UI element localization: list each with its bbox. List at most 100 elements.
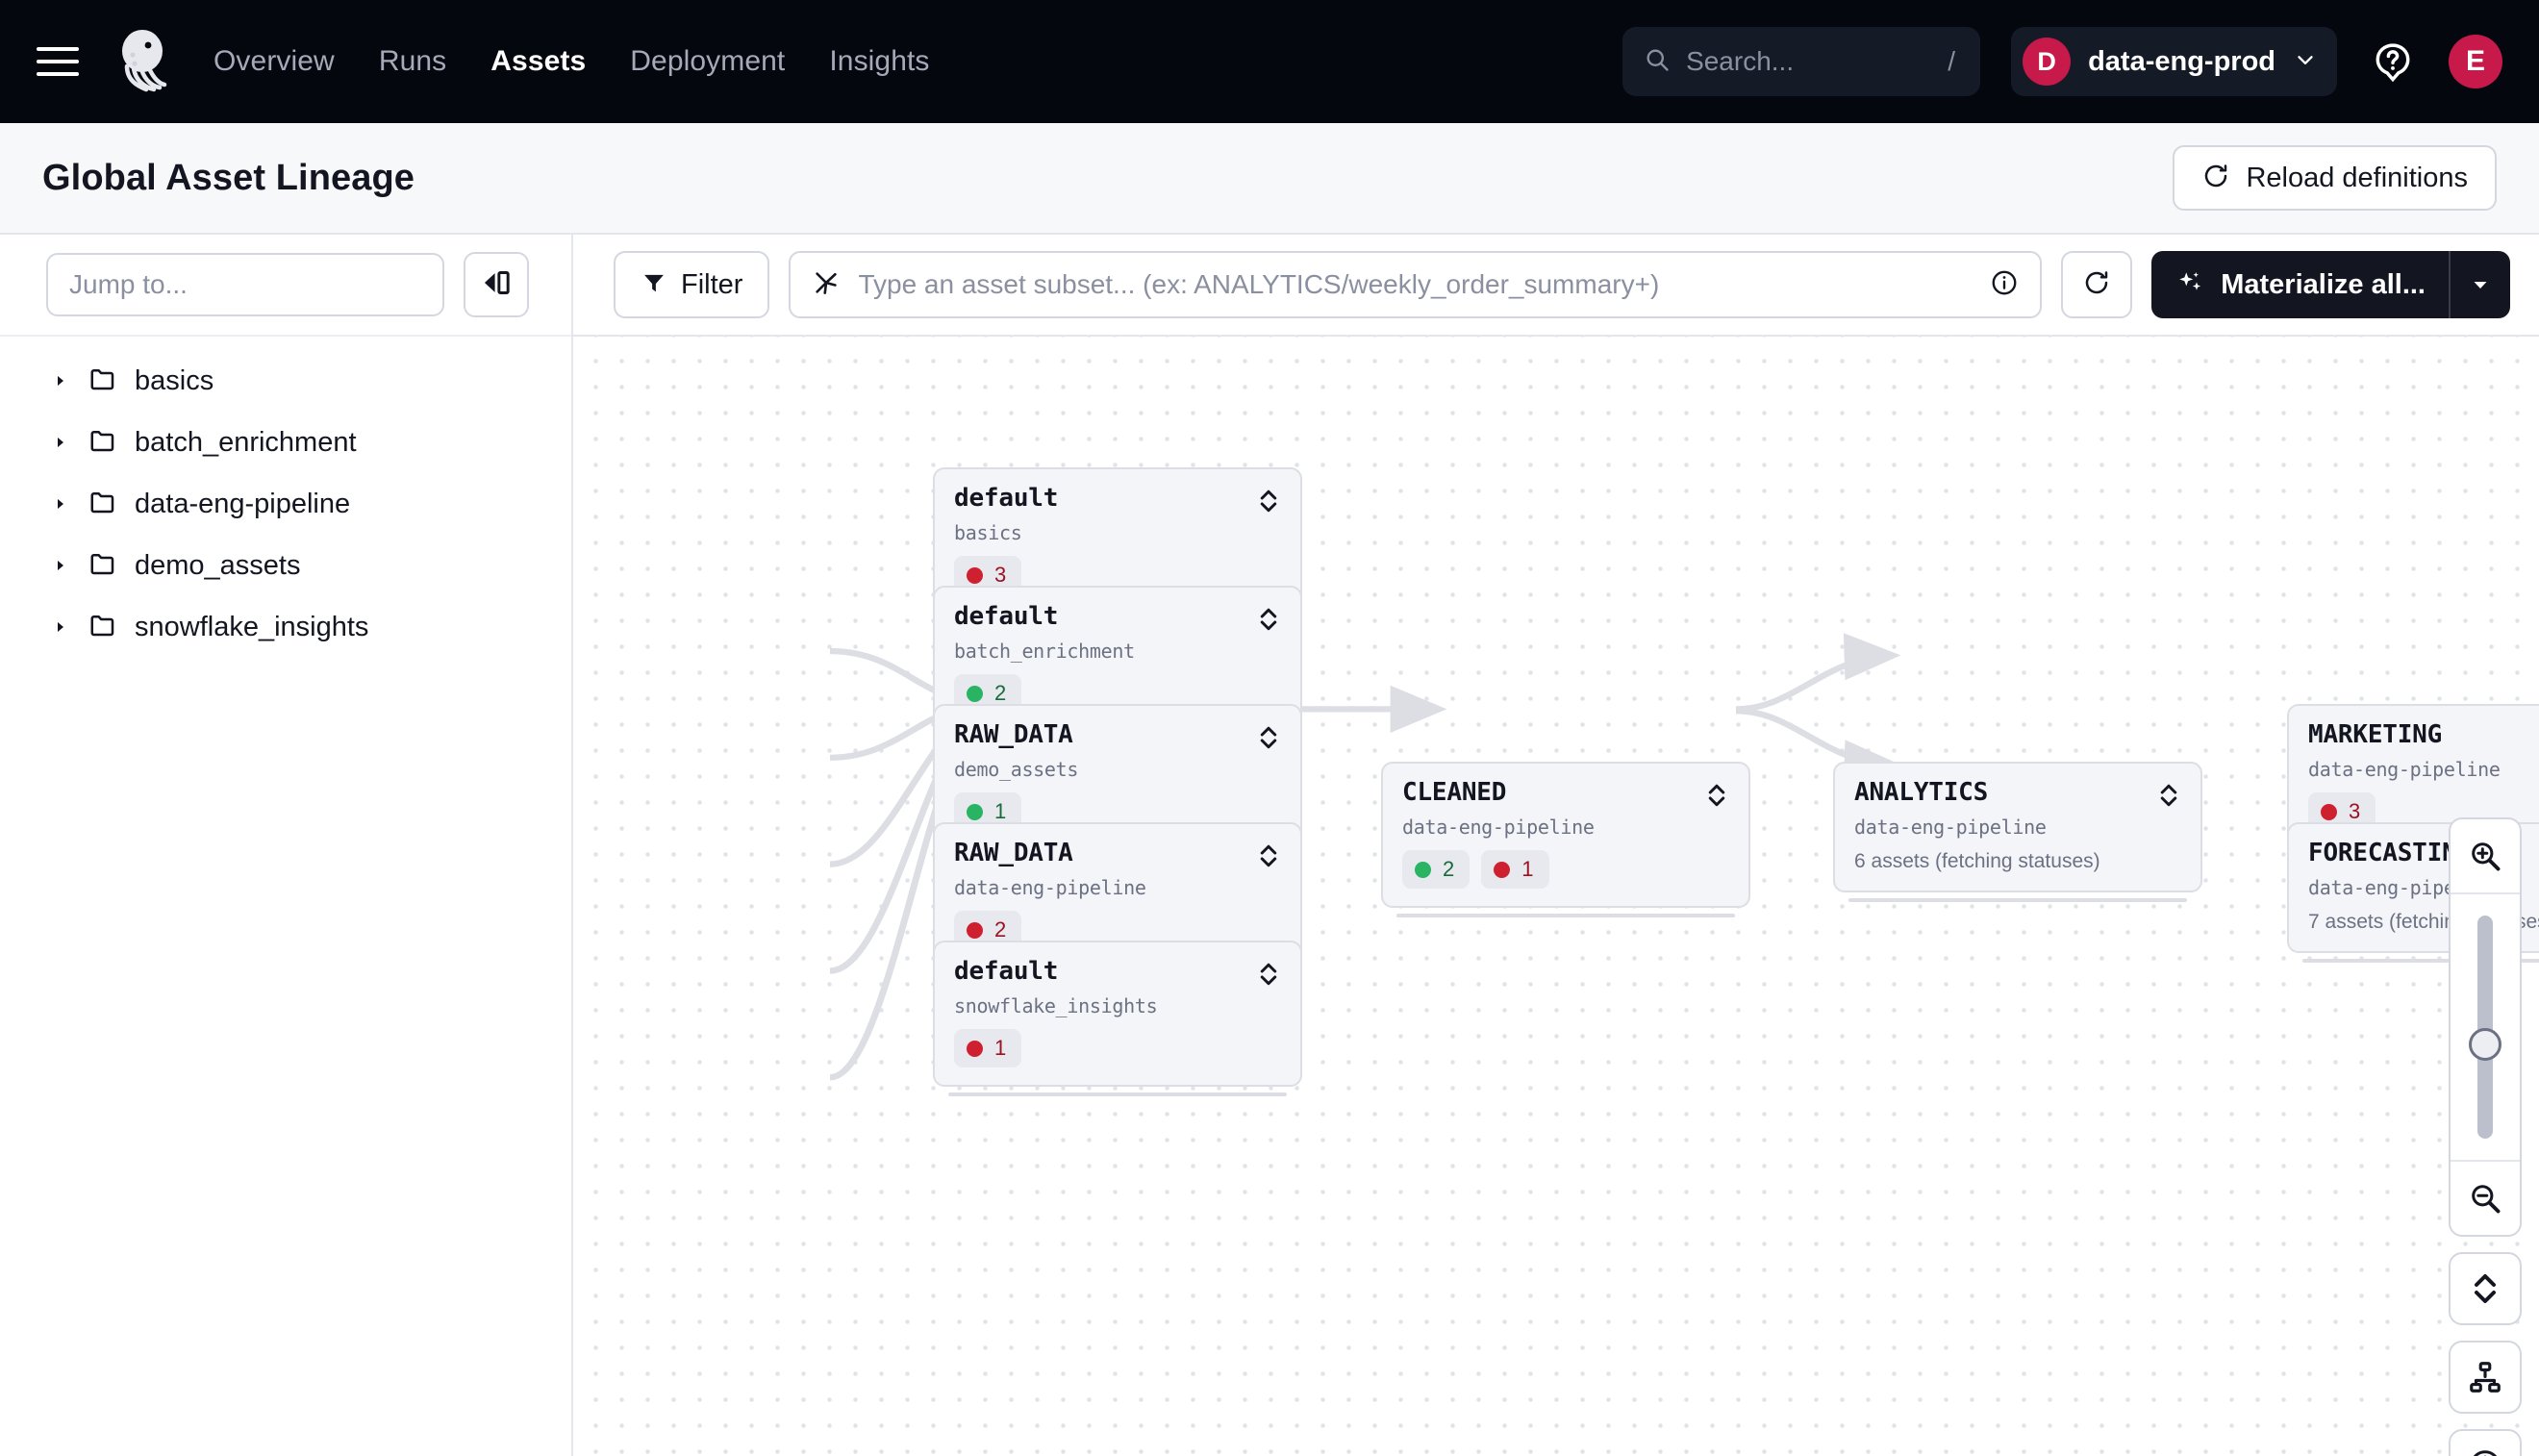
node-header: default xyxy=(954,603,1281,634)
node-header: CLEANED xyxy=(1402,779,1729,810)
node-header: FORECASTING xyxy=(2308,840,2539,870)
tree-item-data-eng-pipeline[interactable]: data-eng-pipeline xyxy=(0,473,571,535)
hamburger-menu-icon[interactable] xyxy=(37,42,87,81)
folder-icon xyxy=(88,364,117,398)
node-subtitle: batch_enrichment xyxy=(954,640,1135,663)
expand-collapse-icon[interactable] xyxy=(1704,779,1729,810)
reload-definitions-button[interactable]: Reload definitions xyxy=(2173,145,2497,211)
top-navigation-bar: Overview Runs Assets Deployment Insights… xyxy=(0,0,2539,123)
tree-item-basics[interactable]: basics xyxy=(0,350,571,412)
node-title: RAW_DATA xyxy=(954,839,1073,867)
expand-collapse-all-button[interactable] xyxy=(2449,1252,2522,1325)
node-subtitle: basics xyxy=(954,521,1022,544)
materialize-all-main[interactable]: Materialize all... xyxy=(2151,251,2449,318)
tree-item-batch-enrichment[interactable]: batch_enrichment xyxy=(0,412,571,473)
chevron-right-icon[interactable] xyxy=(50,496,71,512)
node-header: RAW_DATA xyxy=(954,721,1281,752)
nav-link-assets[interactable]: Assets xyxy=(490,45,587,77)
asset-subset-placeholder: Type an asset subset... (ex: ANALYTICS/w… xyxy=(858,269,1660,299)
materialize-dropdown-toggle[interactable] xyxy=(2451,273,2510,296)
node-title: MARKETING xyxy=(2308,720,2443,749)
zoom-in-button[interactable] xyxy=(2451,819,2520,892)
node-title: default xyxy=(954,484,1059,513)
deployment-switcher[interactable]: D data-eng-prod xyxy=(2011,27,2337,96)
asset-group-node-cleaned[interactable]: CLEANED data-eng-pipeline 2 xyxy=(1381,762,1750,917)
expand-collapse-icon[interactable] xyxy=(1256,958,1281,989)
status-badge-failed[interactable]: 1 xyxy=(1481,850,1549,889)
filter-icon xyxy=(641,269,667,301)
chevron-right-icon[interactable] xyxy=(50,558,71,573)
jump-to-input[interactable]: Jump to... xyxy=(46,253,444,316)
status-dot-success xyxy=(967,685,983,702)
tree-item-demo-assets[interactable]: demo_assets xyxy=(0,535,571,596)
reload-icon xyxy=(2201,162,2230,195)
asset-subset-input[interactable]: Type an asset subset... (ex: ANALYTICS/w… xyxy=(789,251,2043,318)
asset-selection-icon xyxy=(812,268,841,302)
folder-icon xyxy=(88,426,117,460)
download-graph-button[interactable] xyxy=(2449,1429,2522,1456)
lineage-graph-pane: Filter Type an asset subset... (ex: ANAL… xyxy=(573,235,2539,1456)
sidebar-header: Jump to... xyxy=(0,235,571,337)
tree-item-label: data-eng-pipeline xyxy=(135,488,351,519)
zoom-slider[interactable] xyxy=(2451,892,2520,1162)
zoom-out-button[interactable] xyxy=(2451,1162,2520,1235)
user-avatar[interactable]: E xyxy=(2449,35,2502,88)
node-status-pills: 2 1 xyxy=(1402,850,1729,889)
asset-group-node-analytics[interactable]: ANALYTICS data-eng-pipeline 6 assets (fe… xyxy=(1833,762,2202,902)
graph-toolbar: Filter Type an asset subset... (ex: ANAL… xyxy=(573,235,2539,337)
expand-collapse-icon[interactable] xyxy=(2156,779,2181,810)
chevron-right-icon[interactable] xyxy=(50,373,71,389)
node-subtitle: data-eng-pipeline xyxy=(954,876,1146,899)
chevron-right-icon[interactable] xyxy=(50,619,71,635)
refresh-icon xyxy=(2082,268,2111,302)
expand-collapse-icon[interactable] xyxy=(1256,485,1281,515)
node-header: RAW_DATA xyxy=(954,840,1281,870)
node-subtitle: snowflake_insights xyxy=(954,994,1158,1017)
chevron-down-icon xyxy=(2293,47,2318,77)
node-title: ANALYTICS xyxy=(1854,778,1989,807)
tree-item-snowflake-insights[interactable]: snowflake_insights xyxy=(0,596,571,658)
dagster-logo-icon[interactable] xyxy=(104,24,179,99)
filter-button[interactable]: Filter xyxy=(614,251,770,318)
asset-group-node-snowflake-insights-default[interactable]: default snowflake_insights 1 xyxy=(933,941,1302,1096)
zoom-slider-handle[interactable] xyxy=(2469,1028,2501,1061)
expand-collapse-icon[interactable] xyxy=(1256,721,1281,752)
refresh-graph-button[interactable] xyxy=(2061,251,2133,318)
materialize-divider xyxy=(2449,251,2451,318)
status-dot-failed xyxy=(967,921,983,939)
panel-collapse-icon xyxy=(480,266,513,304)
lineage-canvas[interactable]: default basics 3 xyxy=(573,337,2539,1456)
materialize-all-button[interactable]: Materialize all... xyxy=(2151,251,2510,318)
nav-link-deployment[interactable]: Deployment xyxy=(630,45,786,77)
zoom-slider-stack xyxy=(2449,817,2522,1237)
nav-link-insights[interactable]: Insights xyxy=(829,45,930,77)
layout-hierarchy-button[interactable] xyxy=(2449,1341,2522,1414)
info-circle-icon[interactable] xyxy=(1990,268,2019,302)
expand-collapse-icon[interactable] xyxy=(1256,603,1281,634)
node-subtitle: demo_assets xyxy=(954,758,1079,781)
tree-item-label: demo_assets xyxy=(135,549,301,581)
status-badge-failed[interactable]: 1 xyxy=(954,1029,1022,1067)
tree-item-label: basics xyxy=(135,364,214,396)
global-search-input[interactable]: Search... / xyxy=(1622,27,1981,96)
collapse-sidebar-button[interactable] xyxy=(464,252,529,317)
status-badge-success[interactable]: 2 xyxy=(1402,850,1471,889)
node-header: default xyxy=(954,958,1281,989)
chevron-right-icon[interactable] xyxy=(50,435,71,450)
node-header: MARKETING xyxy=(2308,721,2539,752)
zoom-slider-rail xyxy=(2477,916,2493,1139)
nav-link-runs[interactable]: Runs xyxy=(378,45,447,77)
help-icon[interactable] xyxy=(2368,37,2418,87)
asset-group-sidebar: Jump to... xyxy=(0,235,573,1456)
nav-link-overview[interactable]: Overview xyxy=(214,45,335,77)
search-placeholder: Search... xyxy=(1686,46,1795,76)
expand-collapse-icon[interactable] xyxy=(1256,840,1281,870)
node-header: ANALYTICS xyxy=(1854,779,2181,810)
node-status-note: 6 assets (fetching statuses) xyxy=(1854,850,2100,872)
filter-label: Filter xyxy=(681,268,743,300)
status-dot-success xyxy=(1415,861,1431,878)
node-title: CLEANED xyxy=(1402,778,1507,807)
node-subtitle: data-eng-pipeline xyxy=(2308,758,2501,781)
tree-item-label: snowflake_insights xyxy=(135,611,369,642)
